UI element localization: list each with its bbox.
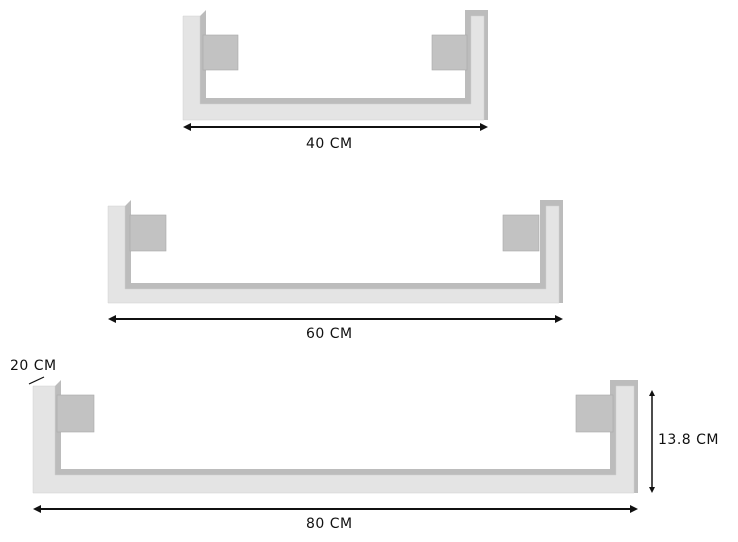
height-arrowhead-top xyxy=(649,390,655,396)
small-shelf-right-bracket xyxy=(431,34,468,71)
medium-shelf-left-bracket xyxy=(129,214,167,252)
small-shelf-arrowhead-right xyxy=(480,123,488,131)
small-shelf-arrowhead-left xyxy=(183,123,191,131)
depth-arrow xyxy=(28,376,45,385)
depth-label: 20 CM xyxy=(10,358,57,374)
height-arrowhead-bottom xyxy=(649,487,655,493)
small-shelf-left-bracket xyxy=(202,34,239,71)
medium-shelf-arrowhead-right xyxy=(555,315,563,323)
medium-shelf-arrowhead-left xyxy=(108,315,116,323)
width-label-80: 80 CM xyxy=(306,516,353,532)
small-shelf-front-face xyxy=(182,15,485,121)
height-label: 13.8 CM xyxy=(658,432,719,448)
width-label-40: 40 CM xyxy=(306,136,353,152)
large-shelf-arrowhead-right xyxy=(630,505,638,513)
medium-shelf-right-bracket xyxy=(502,214,540,252)
large-shelf-arrowhead-left xyxy=(33,505,41,513)
large-shelf-right-bracket xyxy=(575,394,614,433)
width-label-60: 60 CM xyxy=(306,326,353,342)
large-shelf-left-bracket xyxy=(56,394,95,433)
medium-shelf-inner-face xyxy=(108,200,563,303)
medium-shelf-front-face xyxy=(107,205,560,304)
large-shelf-front-face xyxy=(32,385,635,494)
